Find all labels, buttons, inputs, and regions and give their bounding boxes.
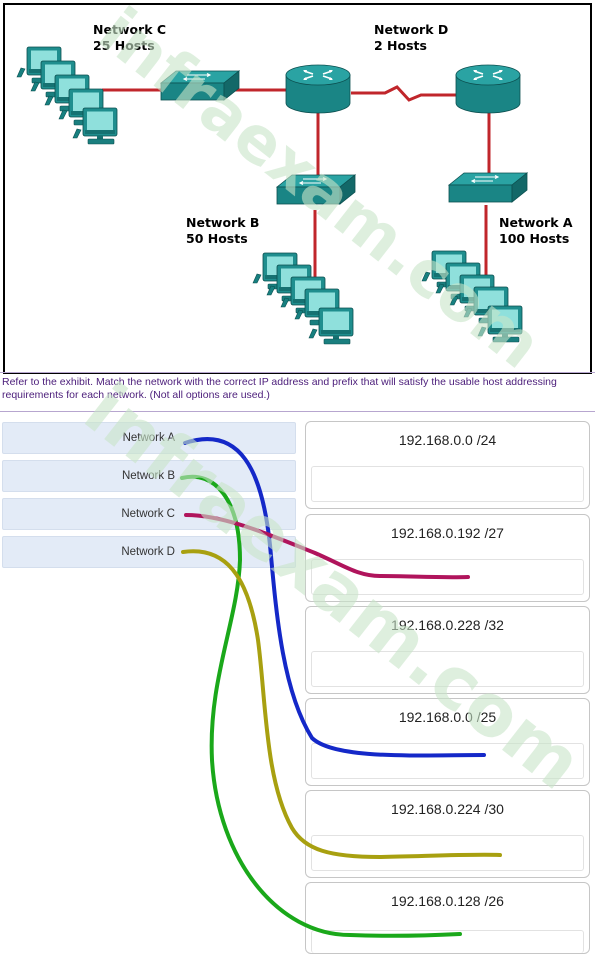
option-box: 192.168.0.0 /25	[305, 698, 590, 786]
router-icon	[455, 64, 521, 114]
drop-slot[interactable]	[311, 835, 584, 871]
switch-icon	[276, 174, 356, 205]
option-box: 192.168.0.224 /30	[305, 790, 590, 878]
network-c-label: Network C 25 Hosts	[93, 22, 166, 54]
network-c-name: Network C	[93, 22, 167, 37]
question-text: Refer to the exhibit. Match the network …	[2, 376, 557, 401]
drag-item-label: Network A	[122, 432, 175, 444]
pc-group-network-c	[16, 46, 118, 145]
network-a-name: Network A	[499, 215, 573, 230]
divider	[0, 411, 595, 412]
link-serial-network-d	[351, 85, 457, 102]
drag-item-network-a[interactable]: Network A	[2, 422, 296, 454]
option-box: 192.168.0.0 /24	[305, 421, 590, 509]
option-label: 192.168.0.228 /32	[391, 617, 504, 633]
drag-item-network-c[interactable]: Network C	[2, 498, 296, 530]
option-box: 192.168.0.128 /26	[305, 882, 590, 954]
network-a-label: Network A 100 Hosts	[499, 215, 573, 247]
option-label: 192.168.0.0 /25	[398, 709, 497, 725]
drop-slot[interactable]	[311, 559, 584, 595]
network-d-name: Network D	[374, 22, 449, 37]
pc-group-network-a	[421, 250, 523, 343]
switch-icon	[160, 70, 240, 101]
network-d-hosts: 2 Hosts	[374, 38, 427, 53]
network-b-hosts: 50 Hosts	[186, 231, 248, 246]
option-label: 192.168.0.0 /24	[398, 432, 497, 448]
option-label: 192.168.0.224 /30	[391, 801, 504, 817]
divider	[0, 372, 595, 373]
pc-group-network-b	[252, 252, 354, 345]
topology-diagram	[16, 46, 528, 345]
drop-slot[interactable]	[311, 466, 584, 502]
drop-slot[interactable]	[311, 743, 584, 779]
option-label: 192.168.0.192 /27	[391, 525, 504, 541]
switch-icon	[448, 172, 528, 203]
drag-item-network-d[interactable]: Network D	[2, 536, 296, 568]
drag-item-label: Network D	[121, 546, 175, 558]
option-label: 192.168.0.128 /26	[391, 893, 504, 909]
network-exhibit: Network C 25 Hosts Network D 2 Hosts Net…	[3, 3, 592, 374]
network-b-name: Network B	[186, 215, 260, 230]
drag-item-network-b[interactable]: Network B	[2, 460, 296, 492]
network-c-hosts: 25 Hosts	[93, 38, 155, 53]
drag-item-label: Network C	[121, 508, 175, 520]
network-a-hosts: 100 Hosts	[499, 231, 570, 246]
option-box: 192.168.0.228 /32	[305, 606, 590, 694]
drag-item-label: Network B	[121, 470, 175, 482]
drop-slot[interactable]	[311, 651, 584, 687]
drop-slot[interactable]	[311, 930, 584, 953]
router-icon	[285, 64, 351, 114]
network-b-label: Network B 50 Hosts	[186, 215, 259, 247]
option-box: 192.168.0.192 /27	[305, 514, 590, 602]
network-d-label: Network D 2 Hosts	[374, 22, 448, 54]
network-links	[102, 85, 491, 283]
